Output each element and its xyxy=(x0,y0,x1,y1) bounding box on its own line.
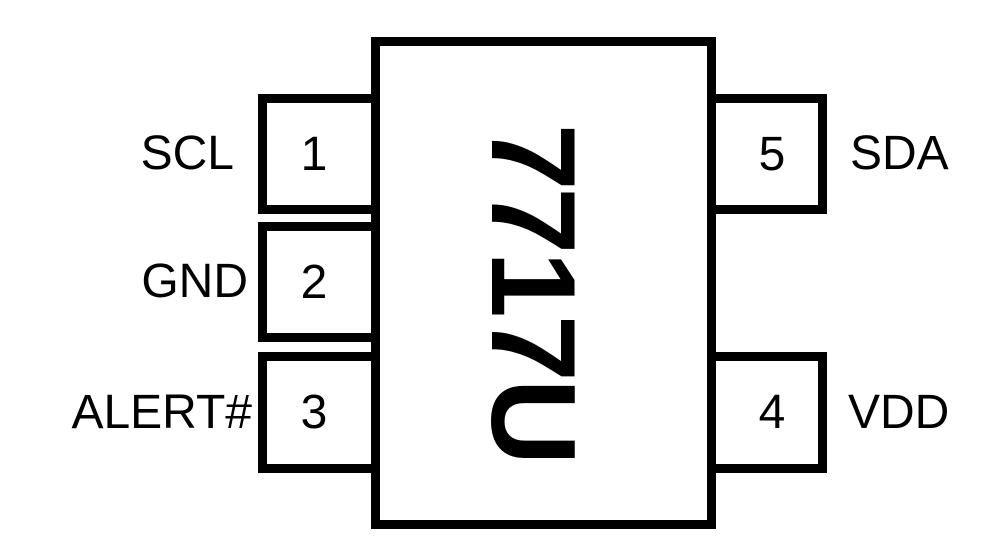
chip-marking: 7717U xyxy=(466,123,600,463)
pin-label-gnd: GND xyxy=(141,255,248,308)
pin-2: 2 xyxy=(258,222,380,342)
pin-number: 3 xyxy=(300,386,328,439)
pin-label-sda: SDA xyxy=(850,127,949,180)
pin-number: 4 xyxy=(758,386,786,439)
pin-number: 1 xyxy=(300,127,328,181)
pin-label-alert: ALERT# xyxy=(71,386,252,439)
pin-number: 5 xyxy=(758,127,786,181)
pin-label-scl: SCL xyxy=(140,127,234,180)
pin-5: 5 xyxy=(707,94,827,214)
chip-body xyxy=(371,37,716,529)
pin-number: 2 xyxy=(300,255,328,309)
pin-1: 1 xyxy=(258,94,380,214)
pin-label-vdd: VDD xyxy=(848,386,950,439)
pin-3: 3 xyxy=(258,352,380,473)
pin-4: 4 xyxy=(707,352,827,473)
